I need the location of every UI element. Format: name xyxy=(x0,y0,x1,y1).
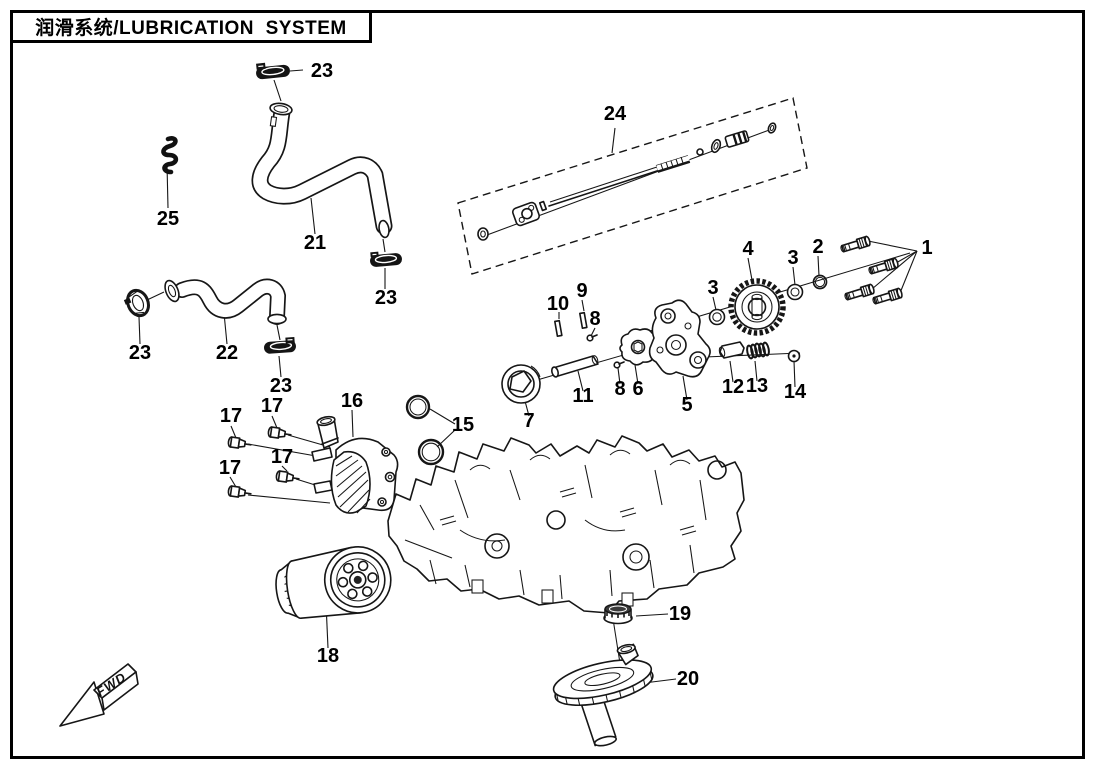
plunger-12 xyxy=(718,341,745,359)
clamp-23-mid xyxy=(370,251,402,267)
part-callout-24: 24 xyxy=(604,103,627,125)
bolt-17-b xyxy=(227,436,252,449)
clamp-23-lower xyxy=(264,336,296,354)
part-callout-5: 5 xyxy=(681,394,692,416)
pin-9 xyxy=(579,311,588,330)
washer-14 xyxy=(787,349,801,363)
fwd-arrow: FWD xyxy=(59,663,139,727)
engine-case xyxy=(387,435,745,614)
pump-body-5 xyxy=(648,299,711,378)
part-callout-21: 21 xyxy=(304,232,326,254)
part-callout-17: 17 xyxy=(220,405,242,427)
rotor-7 xyxy=(501,364,541,404)
part-callout-15: 15 xyxy=(452,414,474,436)
bolt-17-c xyxy=(275,470,300,483)
part-callout-23: 23 xyxy=(270,375,292,397)
part-callout-17: 17 xyxy=(271,446,293,468)
bolt-8-a xyxy=(586,334,598,342)
dashed-box-24 xyxy=(457,97,808,275)
bolt-8-b xyxy=(613,361,625,369)
oil-strainer-20 xyxy=(552,643,654,747)
part-callout-4: 4 xyxy=(742,238,754,260)
part-callout-16: 16 xyxy=(341,390,363,412)
spring-13 xyxy=(746,341,770,360)
clip-25 xyxy=(161,136,179,175)
part-callout-22: 22 xyxy=(216,342,238,364)
pin-10 xyxy=(554,319,563,338)
part-callout-20: 20 xyxy=(677,668,699,690)
gear-4 xyxy=(728,278,786,336)
part-callout-19: 19 xyxy=(669,603,691,625)
part-callout-18: 18 xyxy=(317,645,339,667)
shaft-11 xyxy=(551,355,599,378)
clamp-23-top xyxy=(256,62,290,80)
part-callout-8: 8 xyxy=(614,378,625,400)
bolt-1-c xyxy=(844,283,875,301)
washer-3-b xyxy=(708,308,726,326)
part-callout-13: 13 xyxy=(746,375,768,397)
part-callout-14: 14 xyxy=(784,381,807,403)
washer-3-a xyxy=(786,283,804,301)
part-callout-9: 9 xyxy=(576,280,587,302)
bolt-1-a xyxy=(840,235,871,253)
part-callout-23: 23 xyxy=(311,60,333,82)
page-border xyxy=(10,10,1085,759)
part-callout-2: 2 xyxy=(812,236,823,258)
oil-filter-18 xyxy=(275,546,392,620)
part-callout-6: 6 xyxy=(632,378,643,400)
orings-15 xyxy=(405,394,445,466)
part-callout-12: 12 xyxy=(722,376,744,398)
part-callout-11: 11 xyxy=(572,385,593,407)
bolt-1-d xyxy=(872,287,903,305)
part-callout-17: 17 xyxy=(261,395,283,417)
oring-2 xyxy=(812,274,828,290)
bolt-17-d xyxy=(227,485,252,498)
part-callout-17: 17 xyxy=(219,457,241,479)
clamp-23-left xyxy=(123,288,150,318)
rod-assembly-24 xyxy=(477,122,777,241)
part-callout-25: 25 xyxy=(157,208,179,230)
part-callout-8: 8 xyxy=(589,308,600,330)
diagram-title: 润滑系统/LUBRICATION SYSTEM xyxy=(35,18,347,39)
bolt-1-b xyxy=(868,257,899,275)
bolt-17-a xyxy=(267,426,292,439)
part-callout-23: 23 xyxy=(375,287,397,309)
part-callout-3: 3 xyxy=(787,247,798,269)
part-callout-3: 3 xyxy=(707,277,718,299)
title-box: 润滑系统/LUBRICATION SYSTEM xyxy=(10,10,372,43)
part-callout-23: 23 xyxy=(129,342,151,364)
part-callout-7: 7 xyxy=(523,410,534,432)
part-callout-10: 10 xyxy=(547,293,569,315)
hose-21 xyxy=(251,102,393,239)
oil-cap-19 xyxy=(603,603,633,625)
hose-22 xyxy=(164,278,287,325)
part-callout-1: 1 xyxy=(921,237,932,259)
